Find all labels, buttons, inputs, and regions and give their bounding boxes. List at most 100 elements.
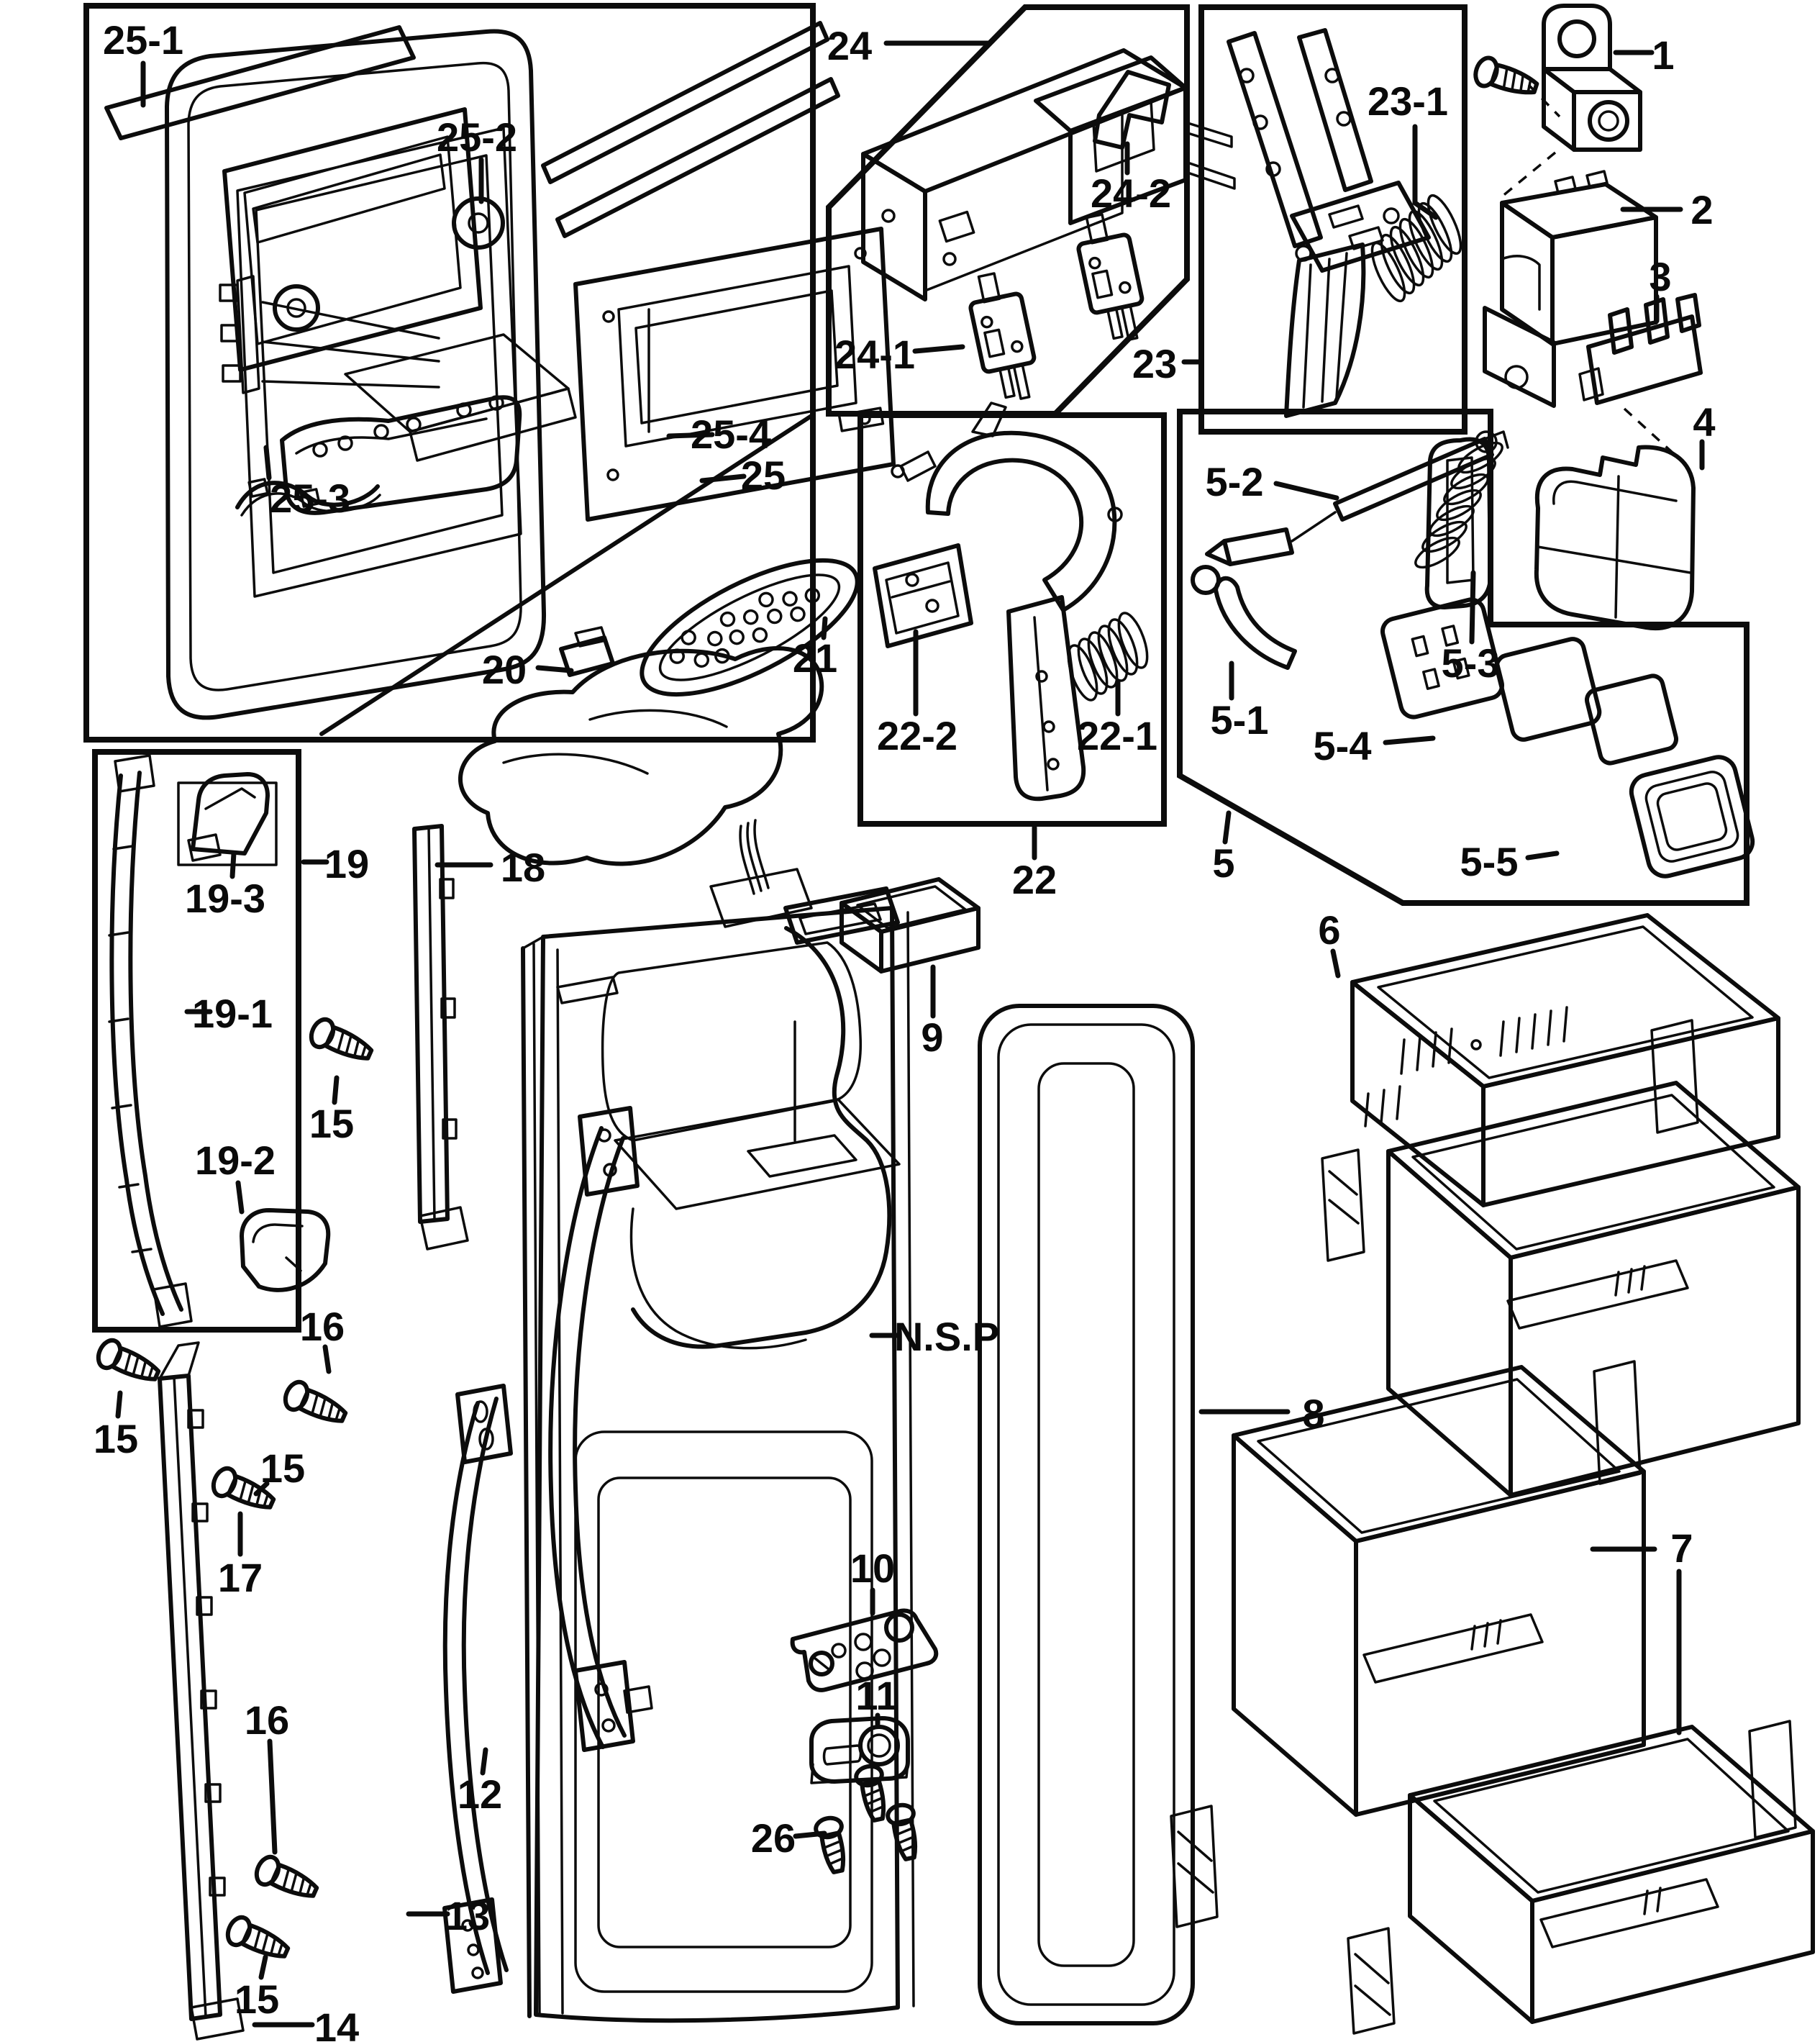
callout-label-25-2: 25-2 [437, 114, 517, 160]
part-14-rail [158, 1341, 245, 2041]
screw-icon [1473, 55, 1539, 95]
group-boxes [83, 3, 1750, 1333]
callout-label-12: 12 [458, 1771, 502, 1817]
part-5-3-spring [1414, 430, 1503, 569]
callout-label-4: 4 [1693, 399, 1715, 445]
callout-label-5-1: 5-1 [1211, 697, 1269, 743]
callout-leader-15 [115, 1390, 123, 1419]
part-24-1-switch [968, 272, 1037, 400]
part-5-1-trigger [1191, 565, 1297, 670]
part-13-bracket [442, 1384, 513, 1994]
part-1-hinge-bracket [1542, 4, 1642, 152]
part-8-gasket [978, 1004, 1195, 2025]
callout-label-22: 22 [1012, 857, 1057, 902]
part-dispenser-housing [219, 107, 483, 394]
part-19-3-corner [177, 772, 278, 866]
callout-label-5-5: 5-5 [1460, 839, 1519, 884]
callout-label-15: 15 [94, 1416, 138, 1461]
callout-leader-24-1 [912, 344, 965, 354]
callout-label-2: 2 [1691, 187, 1713, 232]
part-19-1-rail [108, 754, 193, 1328]
group-box-19 [92, 749, 301, 1333]
callout-label-18: 18 [501, 845, 545, 890]
callout-label-5-4: 5-4 [1314, 723, 1372, 768]
callout-label-19-1: 19-1 [192, 991, 273, 1036]
callout-label-10: 10 [850, 1546, 895, 1591]
group-box-23-1 [1198, 4, 1468, 435]
callout-label-11: 11 [855, 1673, 898, 1718]
callout-label-8: 8 [1302, 1391, 1324, 1436]
callout-leader-15 [253, 1481, 270, 1497]
callout-label-5-2: 5-2 [1206, 459, 1264, 504]
callout-leader-19-3 [229, 850, 237, 879]
part-19-2-corner [240, 1208, 331, 1292]
callout-label-20: 20 [482, 647, 527, 692]
screw-icon [283, 1379, 348, 1423]
part-24-2-latch [1093, 70, 1171, 150]
group-box-5 [1177, 409, 1750, 906]
callout-label-14: 14 [314, 2005, 359, 2042]
part-7-bin [1347, 1720, 1815, 2035]
callout-label-17: 17 [218, 1555, 263, 1600]
part-23-1-fork [1227, 28, 1431, 418]
callout-label-24: 24 [827, 23, 872, 68]
callout-label-25-1: 25-1 [103, 17, 183, 63]
callout-leader-20 [535, 665, 574, 673]
callout-leader-5-4 [1383, 735, 1436, 745]
callout-label-24-2: 24-2 [1091, 171, 1171, 216]
screw-icon [211, 1466, 276, 1510]
callout-label-21: 21 [793, 635, 837, 681]
part-25-1-strip [104, 25, 416, 140]
part-12-handle [548, 1106, 653, 1752]
part-11-hinge-bearing [809, 1716, 910, 1784]
part-freezer-door [521, 819, 915, 2023]
part-9-tray [840, 877, 980, 974]
callout-leader-25 [699, 473, 747, 484]
callout-label-22-2: 22-2 [877, 713, 957, 758]
callout-leader-26 [793, 1830, 827, 1839]
part-6-bin [1350, 913, 1780, 1207]
callout-label-N.S.P: N.S.P [894, 1314, 999, 1359]
screw-icon [225, 1915, 291, 1959]
screw-icon [309, 1017, 374, 1061]
callout-label-19-2: 19-2 [195, 1138, 276, 1183]
callout-leader-6 [1330, 948, 1341, 979]
part-22-fork-guide [891, 401, 1123, 802]
part-22-1-spring [1067, 612, 1149, 702]
part-10-hinge-plate [790, 1608, 939, 1692]
part-7-bin [1170, 1360, 1646, 1928]
callout-label-5-3: 5-3 [1442, 640, 1500, 686]
callout-leader-19-2 [235, 1180, 245, 1215]
group-box-25 [83, 3, 816, 743]
callout-label-25: 25 [741, 453, 786, 498]
callout-leader-5 [1222, 810, 1232, 845]
part-21-drip-tray [640, 558, 860, 697]
callout-label-19-3: 19-3 [185, 876, 265, 921]
callouts: 123455-15-25-35-45-567891011121314151515… [94, 17, 1716, 2042]
part-5-5-gasket [1629, 755, 1755, 879]
callout-label-6: 6 [1318, 907, 1340, 953]
part-7-bin [1321, 1019, 1801, 1497]
callout-label-22-1: 22-1 [1077, 713, 1157, 758]
callout-label-13: 13 [445, 1893, 490, 1938]
callout-leader-25-4 [666, 432, 715, 439]
callout-label-15: 15 [260, 1446, 305, 1491]
part-5-4-pads [1380, 597, 1679, 766]
callout-leader-23-1 [1412, 124, 1439, 220]
callout-label-16: 16 [300, 1304, 345, 1349]
part-23-1-spring [1370, 194, 1462, 303]
part-26-screws [814, 1764, 917, 1874]
callout-leader-16 [322, 1344, 332, 1374]
part-25-3-flap [235, 395, 522, 517]
screw-icon [96, 1338, 161, 1381]
callout-label-15: 15 [235, 1977, 279, 2022]
callout-label-9: 9 [921, 1015, 943, 1060]
diagram-artwork [96, 4, 1815, 2041]
callout-leader-12 [480, 1747, 488, 1776]
callout-label-26: 26 [751, 1815, 796, 1861]
part-25-door-assembly [104, 21, 896, 736]
callout-label-23-1: 23-1 [1368, 78, 1448, 124]
part-20-funnel [458, 626, 824, 866]
